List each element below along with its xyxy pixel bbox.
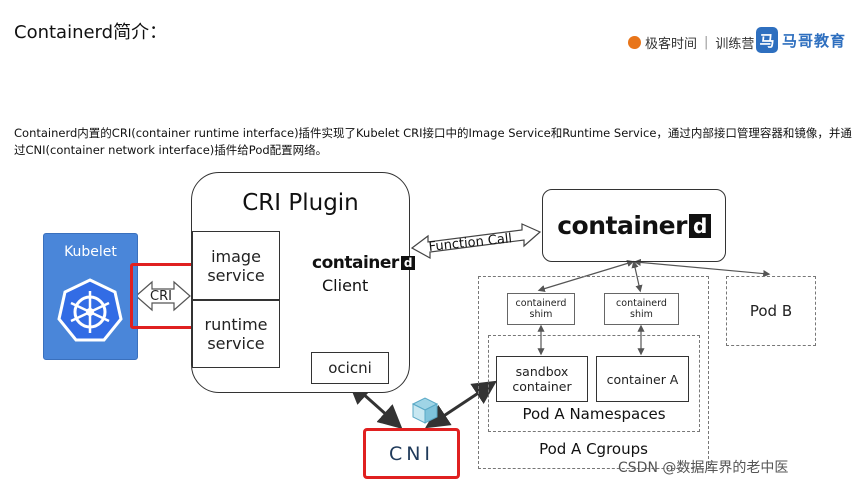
runtime-service-line2: service	[207, 334, 265, 353]
function-call-arrow	[410, 223, 542, 260]
shim2-line2: shim	[630, 309, 653, 320]
image-service-line2: service	[207, 265, 265, 285]
kubelet-label: Kubelet	[64, 244, 117, 260]
geektime-icon	[628, 36, 641, 49]
sandbox-line2: container	[512, 379, 572, 394]
pod-a-namespaces-box	[488, 335, 700, 432]
pod-a-namespaces-label: Pod A Namespaces	[522, 405, 666, 423]
cri-plugin-box	[191, 172, 410, 393]
mage-edu-brand: 马哥教育	[782, 31, 847, 50]
image-service-line1: image	[211, 246, 261, 266]
containerd-shim-2: containerd shim	[604, 293, 679, 325]
cni-sandbox-arrow	[424, 380, 498, 429]
kubernetes-wheel-icon	[57, 278, 123, 342]
client-label: Client	[322, 276, 369, 295]
shim1-line1: containerd	[515, 298, 567, 309]
containerd-shim-1: containerd shim	[507, 293, 575, 325]
shim2-line1: containerd	[616, 298, 667, 309]
description-text: Containerd内置的CRI(container runtime inter…	[14, 126, 852, 157]
mage-edu-icon: 马	[756, 27, 778, 53]
containerd-client-logo-text: container	[312, 253, 399, 273]
mage-edu-logo: 马 马哥教育	[756, 27, 846, 53]
cri-arrow	[135, 280, 191, 312]
page-title: Containerd简介：	[14, 22, 168, 43]
sandbox-container-box: sandbox container	[496, 356, 588, 402]
pod-b-box: Pod B	[726, 276, 816, 346]
cri-plugin-label: CRI Plugin	[242, 190, 359, 216]
containerd-logo-d: d	[688, 214, 711, 238]
cni-box: CNI	[363, 428, 460, 479]
cni-label: CNI	[388, 442, 435, 465]
runtime-service-box: runtime service	[192, 300, 280, 368]
containerd-podb-arrow	[633, 258, 771, 278]
csdn-watermark: CSDN @数据库界的老中医	[618, 460, 789, 476]
geektime-logo: 极客时间 | 训练营	[628, 33, 754, 52]
pod-a-cgroups-label: Pod A Cgroups	[539, 440, 648, 458]
runtime-service-line1: runtime	[204, 315, 268, 334]
training-camp-label: 训练营	[715, 37, 755, 52]
brand-separator: |	[704, 35, 709, 50]
pod-a-cgroups-box	[478, 276, 709, 469]
ocicni-box: ocicni	[311, 352, 389, 384]
containerd-client-logo-d: d	[400, 256, 415, 270]
cri-label: CRI	[150, 289, 172, 304]
image-service-box: image service	[192, 231, 280, 300]
containerd-logo-text: container	[557, 211, 687, 240]
shim1-line2: shim	[529, 309, 553, 320]
sandbox-line1: sandbox	[515, 364, 569, 379]
cni-logo-icon	[411, 397, 439, 424]
geektime-brand: 极客时间	[645, 37, 698, 52]
container-a-box: container A	[596, 356, 689, 402]
